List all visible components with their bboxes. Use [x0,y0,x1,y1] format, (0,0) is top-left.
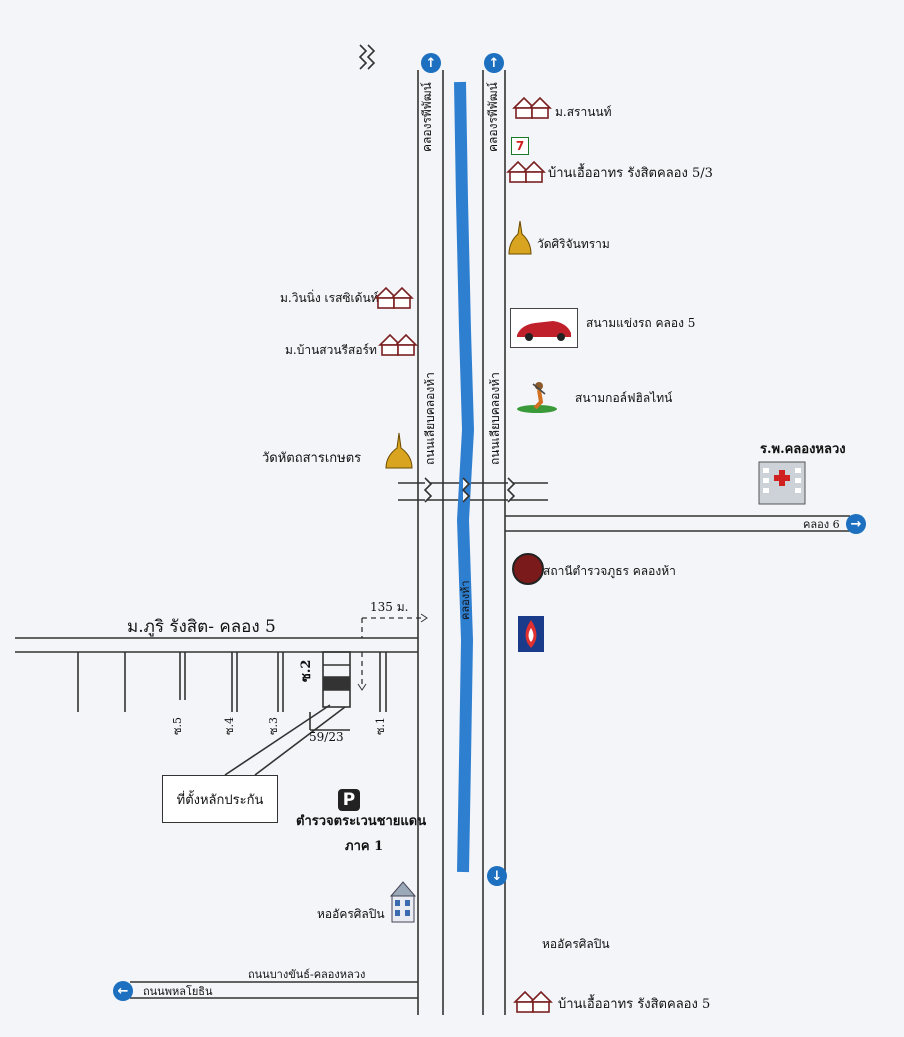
up-arrow-icon: ↑ [421,53,441,73]
road-label-right-top: คลองรพีพัฒน์ [486,82,500,152]
golfer-icon [517,382,557,413]
label-bangkhan-road: ถนนบางขันธ์-คลองหลวง [248,968,366,981]
label-wat-hat: วัดหัตถสารเกษตร [262,451,362,466]
house-icon [513,990,553,1013]
label-house-no: 59/23 [309,730,344,744]
house-icon [506,160,546,183]
label-klong6: คลอง 6 [803,518,840,531]
race-car-icon [510,308,578,348]
label-racetrack: สนามแข่งรถ คลอง 5 [586,316,696,330]
collateral-box: ที่ตั้งหลักประกัน [162,775,278,823]
label-baan-ua-53: บ้านเอื้ออาทร รังสิตคลอง 5/3 [548,166,713,181]
label-border-police-1: ตำรวจตระเวนชายแดน [296,814,427,829]
road-label-left-mid: ถนนเลียบคลองห้า [423,372,437,465]
label-hospital: ร.พ.คลองหลวง [760,442,846,457]
road-label-right-mid: ถนนเลียบคลองห้า [488,372,502,465]
seven-eleven-icon: 7 [511,137,529,155]
label-saranon: ม.สรานนท์ [555,105,612,119]
collateral-house-mark [323,677,350,690]
collateral-label: ที่ตั้งหลักประกัน [176,792,264,808]
temple-icon [508,220,532,255]
right-arrow-icon: → [846,514,866,534]
temple-icon [385,432,413,469]
pointer-line [224,704,331,776]
building-icon [389,881,417,923]
label-wat-siri: วัดศิริจันทราม [537,237,610,251]
house-icon [374,286,414,309]
label-dorm-right: หออัครศิลปิน [542,937,610,951]
label-border-police-2: ภาค 1 [345,839,384,854]
soi-label-1: ซ.1 [374,717,387,735]
house-icon [378,333,418,356]
label-distance: 135 ม. [370,600,409,614]
house-icon [512,96,552,119]
pointer-line [254,706,346,776]
fuel-station-icon [518,616,544,652]
police-badge-icon [512,553,544,585]
canal-line [454,81,475,873]
label-winning: ม.วินนิ่ง เรสซิเด้นท์ [280,291,379,305]
soi-label-3: ซ.3 [267,717,280,735]
label-golf: สนามกอล์ฟฮิลไทน์ [575,391,673,405]
left-arrow-icon: ← [113,981,133,1001]
label-phahonyothin-road: ถนนพหลโยธิน [143,985,213,998]
soi-label-2: ซ.2 [299,659,314,682]
road-label-left-top: คลองรพีพัฒน์ [420,82,434,152]
hospital-icon [758,461,806,505]
soi-label-5: ซ.5 [171,717,184,735]
label-baan-ua-5: บ้านเอื้ออาทร รังสิตคลอง 5 [558,997,711,1012]
up-arrow-icon: ↑ [484,53,504,73]
soi-label-4: ซ.4 [223,717,236,735]
down-arrow-icon: ↓ [487,866,507,886]
label-phuri: ม.ภูริ รังสิต- คลอง 5 [127,617,276,637]
canal-label: คลองห้า [459,580,472,620]
label-dorm-left: หออัครศิลปิน [317,907,385,921]
label-baan-suan: ม.บ้านสวนรีสอร์ท [285,343,377,357]
label-police-station: สถานีตำรวจภูธร คลองห้า [543,564,676,578]
parking-icon: P [338,789,360,811]
